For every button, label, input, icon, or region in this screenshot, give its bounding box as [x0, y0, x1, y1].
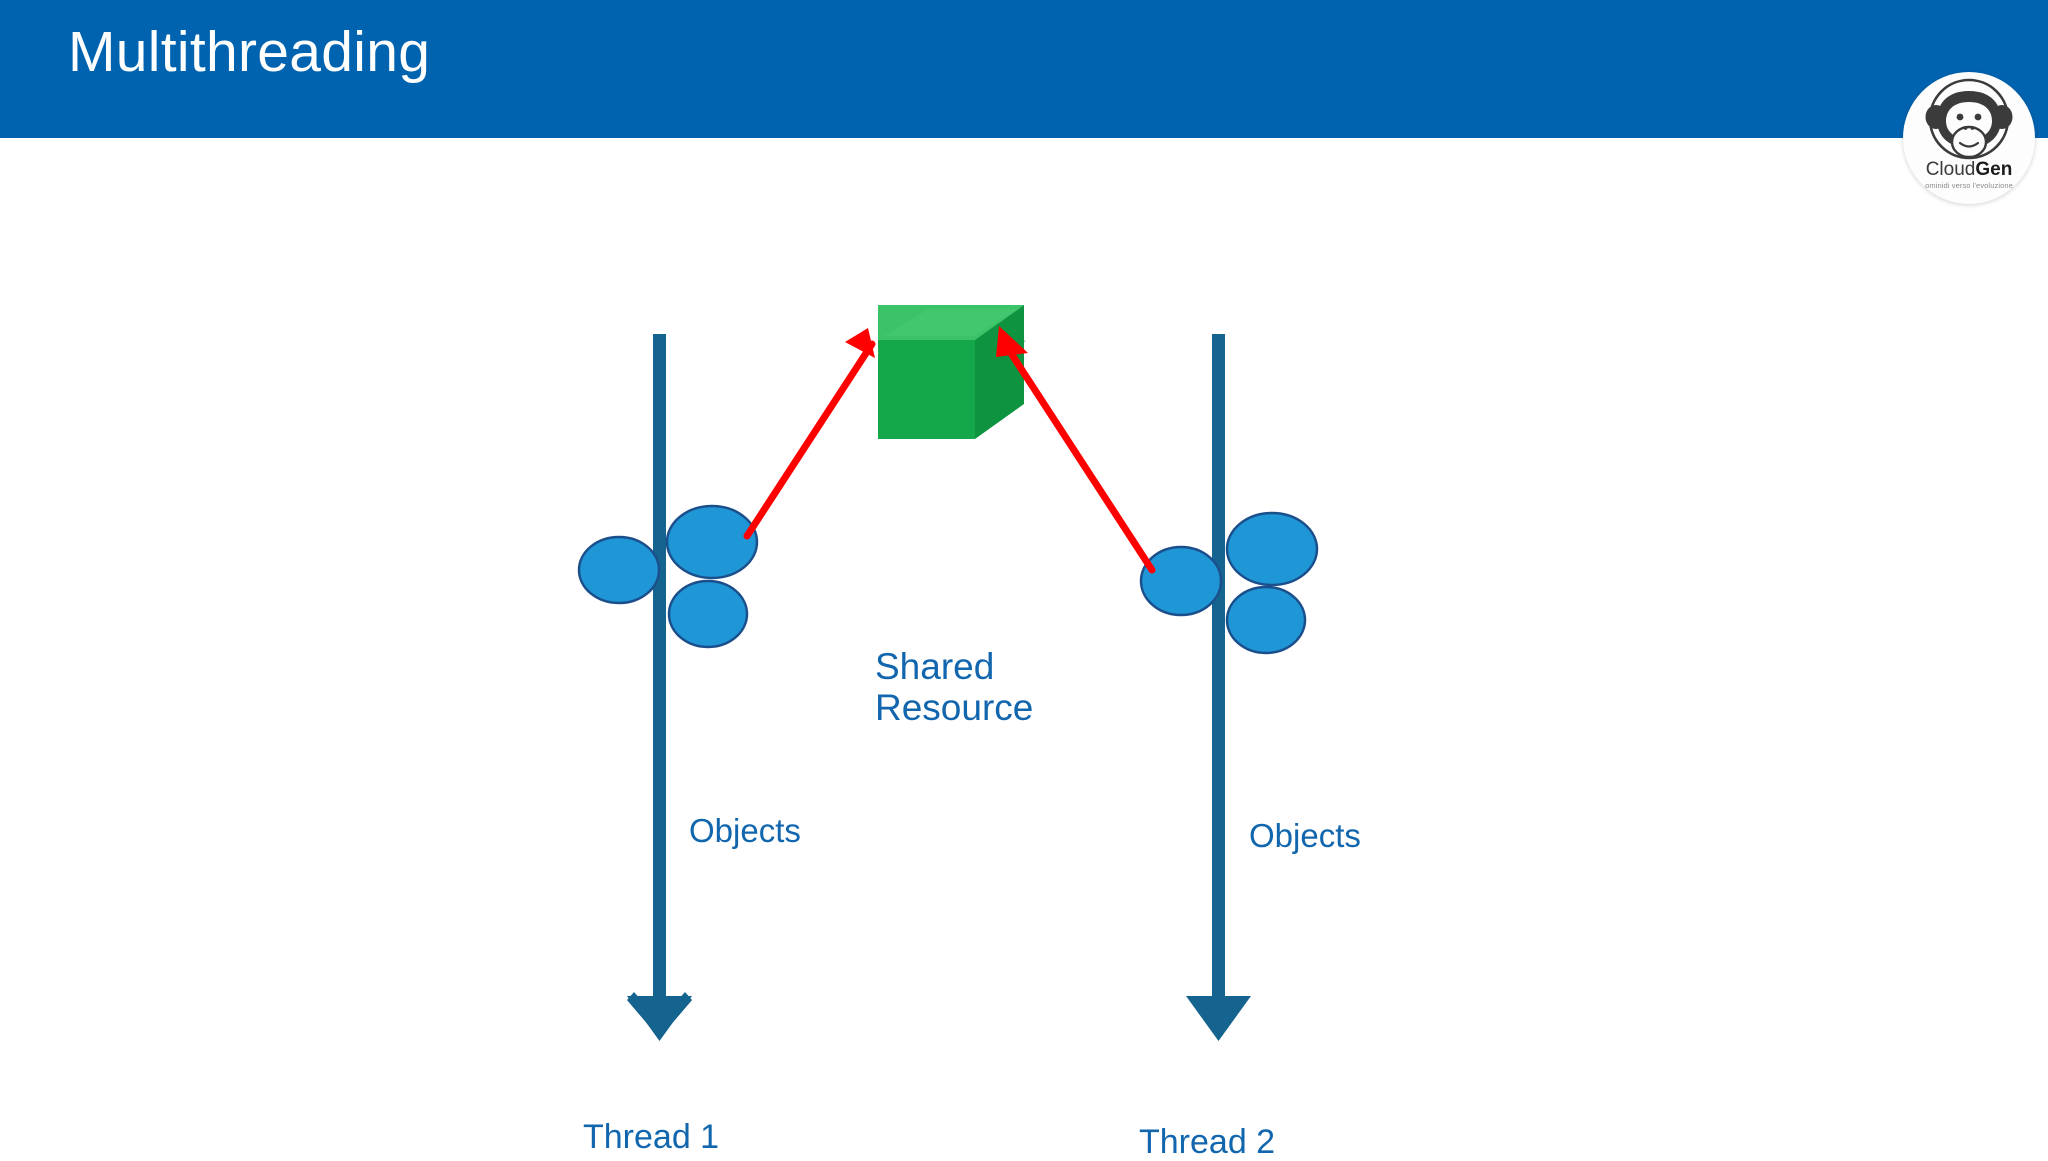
cloudgen-logo: CloudGen ominidi verso l'evoluzione — [1903, 72, 2035, 204]
object-ellipse — [1225, 585, 1307, 655]
shared-resource-cube — [878, 305, 1026, 439]
thread-1-label: Thread 1 — [583, 1118, 720, 1156]
object-ellipse — [1225, 511, 1319, 587]
multithreading-diagram: Shared Resource Objects Objects Thread 1… — [0, 138, 2048, 1161]
thread-1-lifeline — [627, 334, 692, 1041]
thread-2-label: Thread 2 — [1139, 1123, 1276, 1161]
logo-word-cloud: Cloud — [1925, 159, 1976, 180]
logo-tagline: ominidi verso l'evoluzione — [1925, 181, 2013, 190]
shared-resource-label-line-1: Shared — [875, 646, 995, 687]
thread-2-objects — [1139, 511, 1319, 655]
thread-2-lifeline — [1186, 334, 1251, 1041]
monkey-face-icon — [1925, 78, 2013, 160]
arrow-thread-1-to-resource — [743, 328, 876, 540]
logo-wordmark: CloudGen — [1903, 160, 2035, 179]
thread-2-objects-label: Objects — [1249, 817, 1361, 854]
shared-resource-label: Shared Resource — [875, 646, 1033, 729]
page-title: Multithreading — [68, 20, 431, 84]
object-ellipse — [577, 535, 661, 605]
object-ellipse — [665, 504, 759, 580]
slide-header-bar: Multithreading — [0, 0, 2048, 138]
shared-resource-label-line-2: Resource — [875, 687, 1034, 729]
logo-word-gen: Gen — [1975, 159, 2013, 180]
object-ellipse — [667, 579, 749, 649]
diagram-canvas — [577, 305, 1319, 1041]
object-ellipse — [1139, 545, 1223, 617]
thread-1-objects-label: Objects — [689, 812, 801, 849]
arrow-thread-2-to-resource — [996, 326, 1156, 574]
thread-1-objects — [577, 504, 759, 649]
